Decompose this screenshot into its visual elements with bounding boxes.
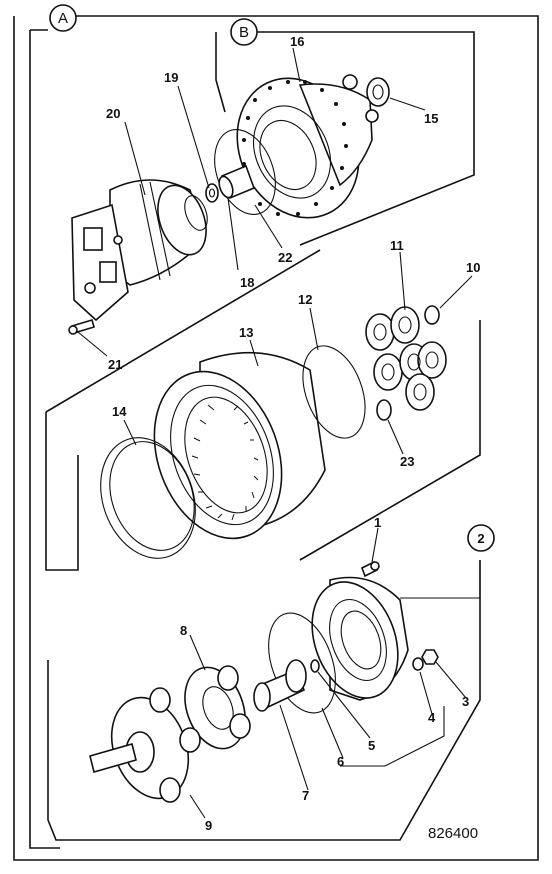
label-9: 9 bbox=[205, 818, 212, 833]
label-21: 21 bbox=[108, 357, 122, 372]
label-4: 4 bbox=[428, 710, 436, 725]
part-15-washer bbox=[366, 77, 390, 107]
label-11: 11 bbox=[390, 238, 404, 253]
callout-a: A bbox=[49, 4, 77, 32]
label-10: 10 bbox=[466, 260, 480, 275]
part-10-washer bbox=[424, 305, 440, 325]
callout-b: B bbox=[230, 18, 258, 46]
part-18-shaft bbox=[218, 164, 256, 200]
label-23: 23 bbox=[400, 454, 414, 469]
callout-2-label: 2 bbox=[477, 531, 484, 546]
part-5-pin bbox=[310, 659, 320, 673]
part-11-planet-gears bbox=[365, 306, 447, 411]
outer-frame-line bbox=[13, 15, 539, 861]
part-13-ring-gear-housing bbox=[153, 351, 326, 540]
label-16: 16 bbox=[290, 34, 304, 49]
label-13: 13 bbox=[239, 325, 253, 340]
part-4-washer bbox=[412, 657, 424, 671]
label-8: 8 bbox=[180, 623, 187, 638]
label-1: 1 bbox=[374, 515, 381, 530]
part-14-seal-ring bbox=[100, 437, 196, 559]
assembly-a-bracket bbox=[29, 29, 60, 849]
label-3: 3 bbox=[462, 694, 469, 709]
label-5: 5 bbox=[368, 738, 375, 753]
label-22: 22 bbox=[278, 250, 292, 265]
label-12: 12 bbox=[298, 292, 312, 307]
callout-a-label: A bbox=[58, 10, 68, 27]
label-18: 18 bbox=[240, 275, 254, 290]
lower-group-frame bbox=[47, 560, 481, 841]
callout-b-label: B bbox=[239, 24, 249, 41]
part-1-bolt bbox=[360, 560, 380, 578]
label-15: 15 bbox=[424, 111, 438, 126]
part-19-small-gear bbox=[205, 183, 219, 203]
part-7-sun-gear-shaft bbox=[253, 659, 307, 712]
part-3-nut bbox=[421, 649, 439, 665]
label-20: 20 bbox=[106, 106, 120, 121]
leader-lines bbox=[77, 47, 481, 819]
middle-group-frame bbox=[45, 249, 481, 571]
part-9-output-carrier bbox=[89, 687, 201, 803]
callout-2: 2 bbox=[467, 524, 495, 552]
part-8-planet-carrier bbox=[184, 665, 251, 750]
part-6-o-ring bbox=[268, 612, 336, 714]
figure-number: 826400 bbox=[428, 825, 478, 842]
part-21-bolt bbox=[68, 319, 95, 335]
group-b-frame bbox=[215, 31, 475, 246]
label-14: 14 bbox=[112, 404, 127, 419]
part-labels: 16 15 19 20 18 22 21 11 10 12 13 14 23 1… bbox=[106, 34, 480, 833]
part-23-washer bbox=[376, 399, 392, 421]
part-20-hydraulic-motor bbox=[71, 179, 208, 322]
label-7: 7 bbox=[302, 788, 309, 803]
label-6: 6 bbox=[337, 754, 344, 769]
label-19: 19 bbox=[164, 70, 178, 85]
part-2-hub bbox=[311, 576, 409, 701]
